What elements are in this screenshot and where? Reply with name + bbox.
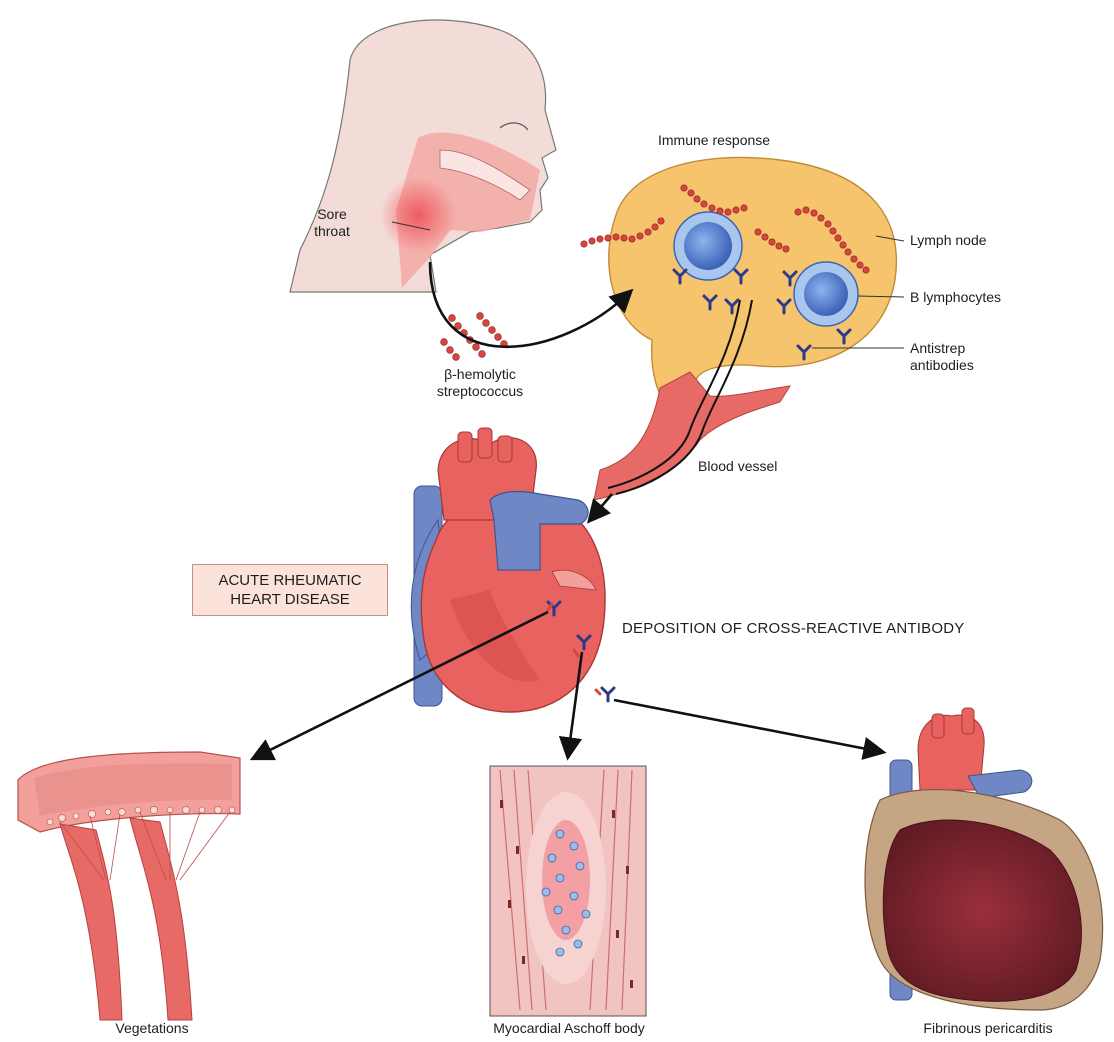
streptococcus-line-1: β-hemolytic (410, 366, 550, 383)
pericarditis-label: Fibrinous pericarditis (898, 1020, 1078, 1037)
sore-throat-line-2: throat (302, 223, 362, 240)
aschoff-body-illustration (490, 766, 646, 1016)
aschoff-body-label: Myocardial Aschoff body (464, 1020, 674, 1037)
deposition-label: DEPOSITION OF CROSS-REACTIVE ANTIBODY (622, 620, 964, 637)
antistrep-antibodies-label: Antistrep antibodies (910, 340, 974, 374)
b-lymphocytes-label: B lymphocytes (910, 289, 1001, 306)
acute-rheumatic-heart-disease-box: ACUTE RHEUMATIC HEART DISEASE (192, 564, 388, 616)
blood-vessel-label: Blood vessel (698, 458, 777, 475)
sore-throat-label: Sore throat (302, 206, 362, 240)
arhd-line-2: HEART DISEASE (230, 590, 350, 609)
immune-response-label: Immune response (658, 132, 770, 149)
lymph-node-label: Lymph node (910, 232, 987, 249)
streptococcus-label: β-hemolytic streptococcus (410, 366, 550, 400)
antistrep-line-2: antibodies (910, 357, 974, 374)
arrow-heart-to-pericarditis (614, 700, 882, 752)
antistrep-line-1: Antistrep (910, 340, 974, 357)
arrow-throat-to-lymph-node (430, 262, 630, 347)
head-illustration (290, 20, 556, 292)
pericarditis-heart-illustration (865, 708, 1103, 1010)
valve-vegetations-illustration (18, 752, 240, 1020)
arhd-line-1: ACUTE RHEUMATIC (218, 571, 361, 590)
sore-throat-line-1: Sore (302, 206, 362, 223)
strep-chain-throat (441, 313, 508, 361)
heart-illustration (411, 428, 605, 712)
streptococcus-line-2: streptococcus (410, 383, 550, 400)
vegetations-label: Vegetations (92, 1020, 212, 1037)
